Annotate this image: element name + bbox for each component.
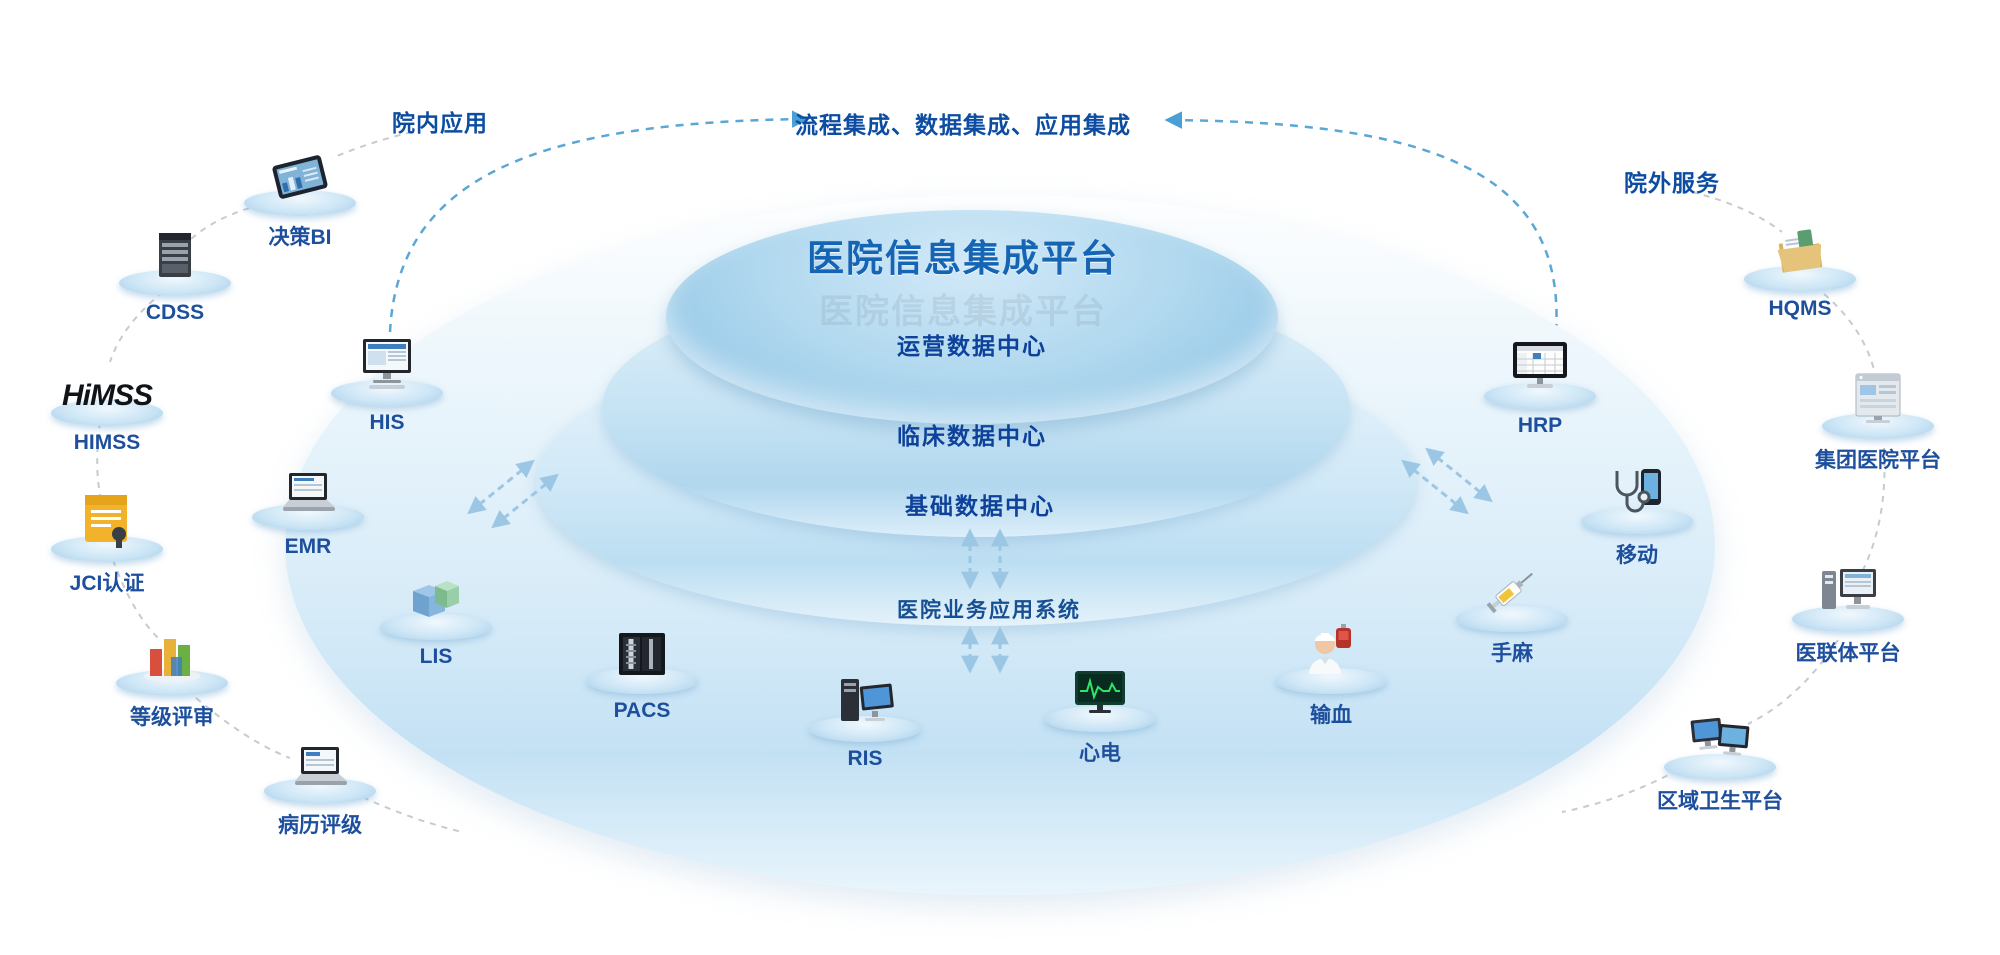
node-label: 输血 xyxy=(1310,704,1352,727)
node-ecg: 心电 xyxy=(1044,661,1156,767)
bar-chart-icon xyxy=(140,625,204,683)
xray-icon xyxy=(613,623,671,681)
node-mobile: 移动 xyxy=(1581,463,1693,569)
apps-layer-label: 医院业务应用系统 xyxy=(897,599,1081,622)
node-label: HIMSS xyxy=(73,431,141,454)
desktop-tower-icon xyxy=(1816,561,1880,619)
node-blood-transfusion: 输血 xyxy=(1275,623,1387,729)
node-label: PACS xyxy=(613,699,671,722)
platform-title: 医院信息集成平台 xyxy=(807,238,1119,279)
node-label: 集团医院平台 xyxy=(1815,449,1941,472)
node-jci: JCI认证 xyxy=(51,491,163,597)
pedestal xyxy=(809,716,921,742)
pedestal xyxy=(380,614,492,640)
node-label: 医联体平台 xyxy=(1795,642,1901,665)
layer-label-clinical: 临床数据中心 xyxy=(897,423,1047,449)
node-label: 心电 xyxy=(1079,742,1121,765)
pedestal xyxy=(1792,606,1904,632)
layer-label-basic: 基础数据中心 xyxy=(905,493,1055,519)
node-record-rating: 病历评级 xyxy=(264,733,376,839)
node-label: RIS xyxy=(847,747,883,770)
pedestal xyxy=(1456,606,1568,632)
node-label: HQMS xyxy=(1768,297,1832,320)
node-grade-review: 等级评审 xyxy=(116,625,228,731)
layer-label-operations: 运营数据中心 xyxy=(897,333,1047,359)
integration-banner: 流程集成、数据集成、应用集成 xyxy=(795,112,1131,138)
pedestal xyxy=(1664,754,1776,780)
pedestal xyxy=(1744,266,1856,292)
certificate-icon xyxy=(78,491,136,549)
tablet-icon xyxy=(266,145,334,203)
node-hrp: HRP xyxy=(1484,338,1596,438)
node-group-hospital-platform: 集团医院平台 xyxy=(1815,368,1941,474)
pedestal xyxy=(1581,508,1693,534)
right-section-header: 院外服务 xyxy=(1624,170,1720,196)
node-label: 移动 xyxy=(1616,544,1658,567)
workstation-icon xyxy=(833,671,897,729)
node-decision-bi: 决策BI xyxy=(244,145,356,251)
laptop-icon xyxy=(289,733,351,791)
node-label: 等级评审 xyxy=(130,706,214,729)
node-label: CDSS xyxy=(145,301,205,324)
dual-monitor-icon xyxy=(1688,709,1752,767)
ecg-icon xyxy=(1069,661,1131,719)
pedestal xyxy=(331,380,443,406)
node-label: LIS xyxy=(419,645,453,668)
node-label: 决策BI xyxy=(268,226,332,249)
node-ris: RIS xyxy=(809,671,921,771)
folder-icon xyxy=(1770,221,1830,279)
node-regional-health-platform: 区域卫生平台 xyxy=(1657,709,1783,815)
node-label: HIS xyxy=(369,411,405,434)
spreadsheet-monitor-icon xyxy=(1507,338,1573,396)
node-label: JCI认证 xyxy=(69,572,145,595)
node-emr: EMR xyxy=(252,459,364,559)
platform-title-reflection: 医院信息集成平台 xyxy=(819,293,1107,331)
node-hqms: HQMS xyxy=(1744,221,1856,321)
node-label: EMR xyxy=(284,535,332,558)
server-icon xyxy=(147,225,203,283)
pedestal xyxy=(51,400,163,426)
stethoscope-phone-icon xyxy=(1607,463,1667,521)
himss-logo: HiMSS xyxy=(61,379,153,412)
node-label: 手麻 xyxy=(1491,642,1533,665)
left-section-header: 院内应用 xyxy=(392,110,488,136)
node-medical-alliance-platform: 医联体平台 xyxy=(1792,561,1904,667)
node-label: 病历评级 xyxy=(278,814,362,837)
node-label: 区域卫生平台 xyxy=(1657,790,1783,813)
nurse-icon xyxy=(1303,623,1359,681)
boxes-icon xyxy=(405,569,467,627)
node-pacs: PACS xyxy=(586,623,698,723)
node-label: HRP xyxy=(1517,414,1563,437)
node-lis: LIS xyxy=(380,569,492,669)
laptop-icon xyxy=(277,459,339,517)
node-his: HIS xyxy=(331,335,443,435)
node-himss: HiMSS HIMSS xyxy=(51,355,163,455)
node-cdss: CDSS xyxy=(119,225,231,325)
syringe-icon xyxy=(1481,561,1543,619)
webpage-icon xyxy=(1848,368,1908,426)
node-anesthesia: 手麻 xyxy=(1456,561,1568,667)
desktop-icon xyxy=(355,335,419,393)
